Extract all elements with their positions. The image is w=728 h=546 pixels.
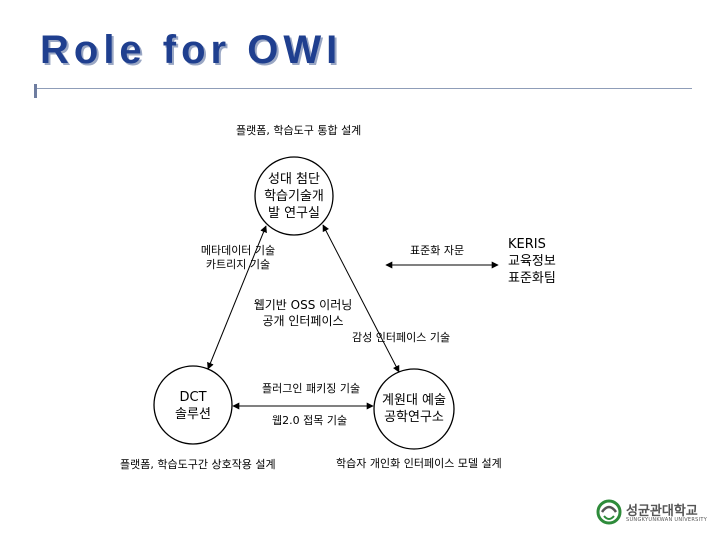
node-dct-circle	[153, 365, 233, 445]
label-emotion-tech: 감성 인터페이스 기술	[352, 331, 451, 344]
label-bottom-left: 플랫폼, 학습도구간 상호작용 설계	[120, 458, 276, 471]
node-keris-line: KERIS	[508, 237, 546, 252]
node-kaywon-line: 계원대 예술	[382, 393, 446, 408]
node-keris-line: 표준화팀	[508, 271, 556, 286]
node-keris-line: 교육정보	[508, 254, 556, 269]
node-top-line: 발 연구실	[268, 206, 320, 221]
node-top-line: 학습기술개	[264, 189, 324, 204]
label-plugin-pkg: 플러그인 패키징 기술	[262, 382, 361, 395]
node-top-line: 성대 첨단	[268, 172, 320, 187]
node-kaywon-circle	[373, 368, 455, 450]
label-oss-interface: 웹기반 OSS 이러닝 공개 인터페이스	[248, 297, 358, 329]
label-oss-line: 공개 인터페이스	[262, 314, 344, 328]
node-kaywon-text: 계원대 예술 공학연구소	[374, 392, 454, 426]
label-meta-line: 카트리지 기술	[205, 258, 271, 271]
label-meta-tech: 메타데이터 기술 카트리지 기술	[198, 244, 278, 272]
label-top-design: 플랫폼, 학습도구 통합 설계	[236, 124, 362, 137]
node-dct-line: DCT	[179, 390, 207, 405]
title-divider	[34, 88, 692, 89]
node-kaywon-line: 공학연구소	[384, 410, 444, 425]
node-keris-text: KERIS 교육정보 표준화팀	[508, 236, 556, 287]
slide-title: Role for OWI	[40, 28, 343, 72]
node-dct-text: DCT 솔루션	[163, 389, 223, 423]
arrow-top-kaywon	[322, 224, 400, 373]
university-logo: 성균관대학교 SUNGKYUNKWAN UNIVERSITY	[596, 498, 716, 528]
arrow-top-dct	[207, 225, 267, 370]
label-bottom-right: 학습자 개인화 인터페이스 모델 설계	[336, 457, 502, 470]
university-name: 성균관대학교	[626, 504, 698, 519]
label-oss-line: 웹기반 OSS 이러닝	[253, 298, 353, 312]
node-dct-line: 솔루션	[175, 407, 211, 422]
title-divider-tick	[34, 84, 37, 98]
label-std-advice: 표준화 자문	[410, 244, 465, 257]
node-top-circle	[254, 156, 334, 236]
label-web20: 웹2.0 접목 기술	[272, 414, 348, 427]
university-emblem-icon	[596, 499, 622, 525]
node-top-text: 성대 첨단 학습기술개 발 연구실	[256, 171, 332, 222]
label-meta-line: 메타데이터 기술	[200, 244, 276, 257]
university-name-en: SUNGKYUNKWAN UNIVERSITY	[626, 517, 708, 523]
